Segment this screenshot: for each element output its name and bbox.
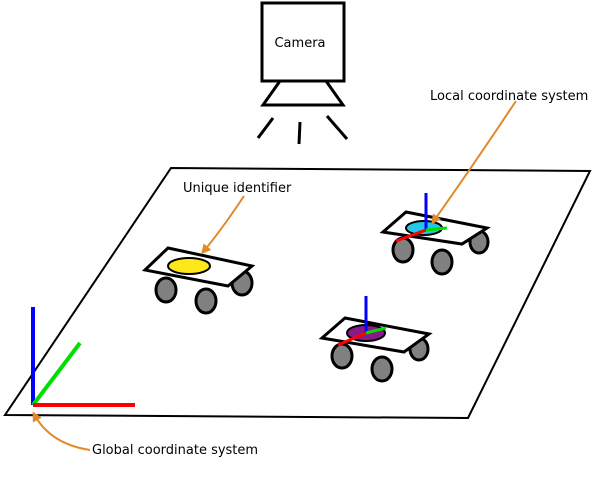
local-x-axis	[395, 228, 427, 243]
local-y-axis	[365, 326, 387, 335]
robot-wheel	[330, 342, 354, 370]
camera-ray-right	[325, 115, 349, 140]
camera-label: Camera	[274, 36, 325, 51]
camera-body	[260, 1, 346, 83]
local-cs-label: Local coordinate system	[430, 89, 588, 104]
unique-id-arrow	[201, 195, 245, 255]
global-coordinate-axes	[31, 307, 135, 407]
global-cs-label: Global coordinate system	[92, 443, 258, 458]
camera-ray-center	[297, 121, 302, 145]
camera-ray-left	[256, 117, 275, 139]
robot-wheel	[154, 276, 178, 304]
camera-lens	[260, 79, 346, 107]
local-y-axis	[425, 226, 448, 232]
robot-cyan	[379, 193, 491, 276]
robot-yellow	[141, 246, 256, 315]
robot-wheel	[391, 236, 415, 264]
camera: Camera	[256, 1, 349, 145]
robot-wheel	[370, 355, 394, 383]
robot-wheel	[194, 287, 218, 315]
local-cs-arrow	[431, 100, 517, 225]
robot-purple	[318, 296, 433, 383]
global-cs-arrow	[32, 411, 91, 451]
ground-plane	[3, 166, 592, 420]
local-x-axis	[337, 331, 367, 347]
unique-id-label: Unique identifier	[183, 181, 292, 196]
robot-wheel	[430, 248, 454, 276]
global-y-axis	[31, 341, 82, 407]
yellow-marker	[167, 257, 211, 275]
